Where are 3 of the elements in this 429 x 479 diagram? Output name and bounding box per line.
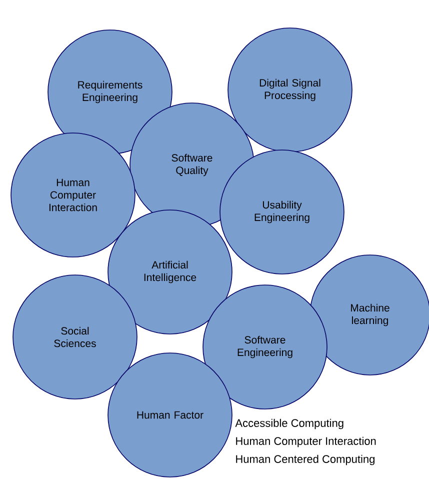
topic-list-item: Human Computer Interaction: [236, 436, 376, 448]
node-label: Machine learning: [351, 304, 390, 326]
topic-list-item: Accessible Computing: [235, 418, 344, 430]
